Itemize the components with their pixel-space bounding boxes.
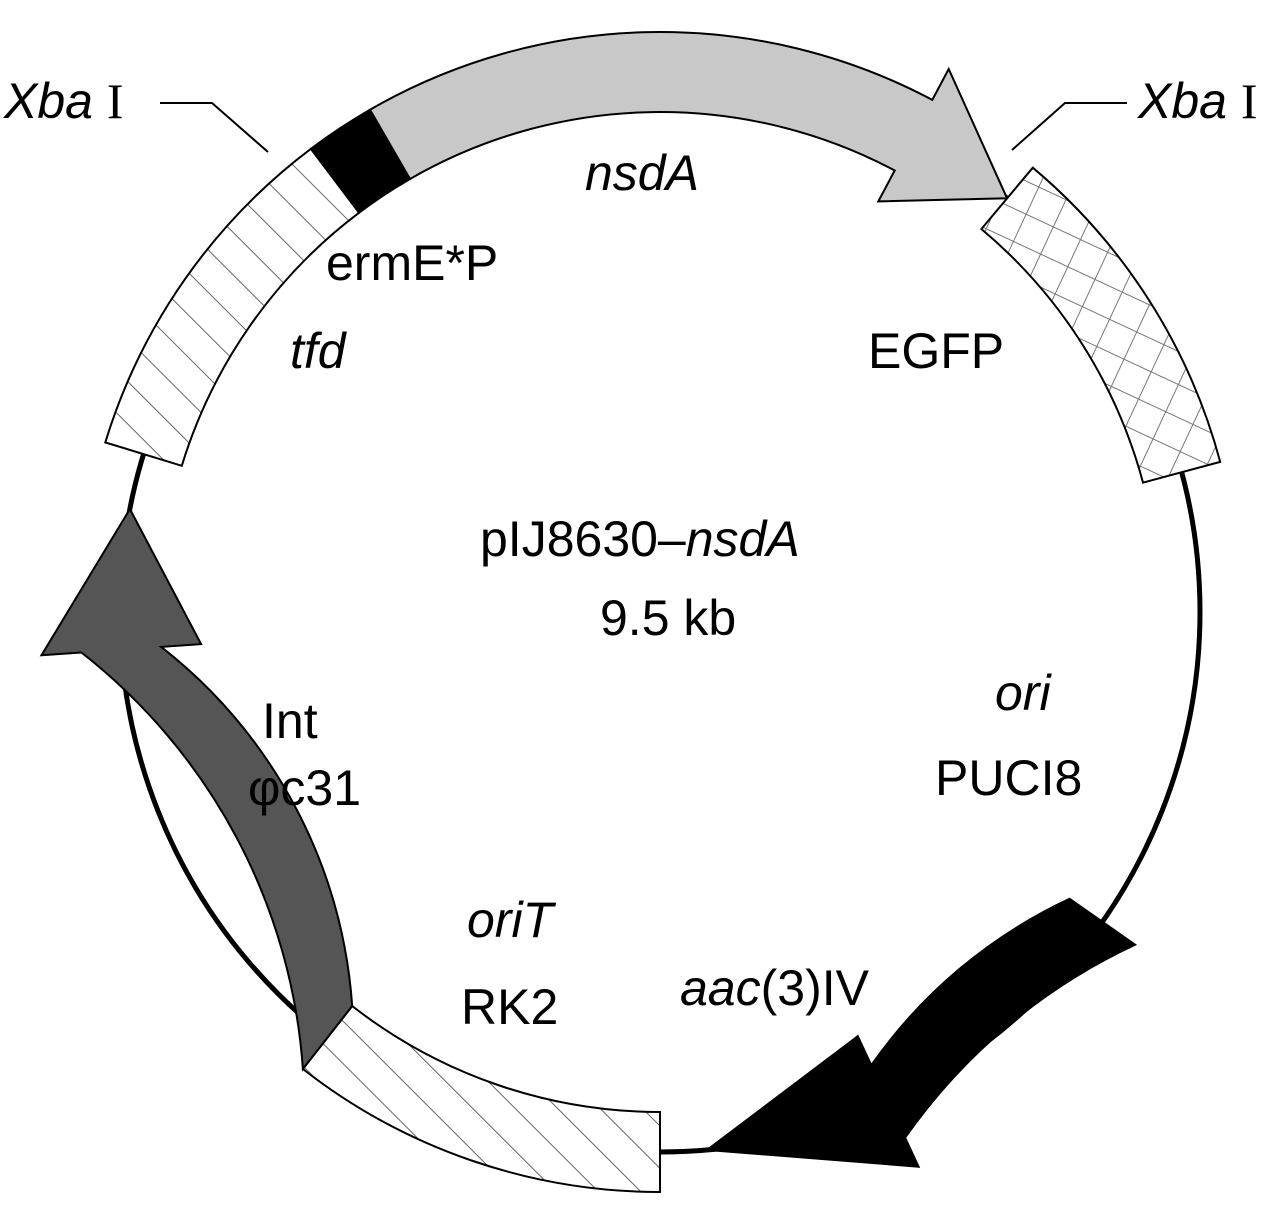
nsda-label: nsdA [585, 145, 699, 201]
orit-label: oriT [467, 892, 557, 948]
nsda-arrow [368, 31, 1009, 203]
rk2-label: RK2 [461, 979, 558, 1035]
int-label: Int [262, 693, 318, 749]
features-group [39, 31, 1222, 1194]
aac-label: aac(3)IV [680, 960, 870, 1016]
phic31-label: φc31 [248, 760, 361, 816]
erme-promoter-label: ermE*P [326, 235, 498, 291]
plasmid-name: pIJ8630–nsdA [480, 511, 800, 567]
tfd-label: tfd [290, 323, 348, 379]
xba-right-label: Xba I [1137, 73, 1258, 129]
xba-left-leader [160, 102, 269, 153]
puc-label: PUCI8 [935, 750, 1082, 806]
egfp-label: EGFP [868, 323, 1004, 379]
xba-left-label: Xba I [3, 73, 124, 129]
aac-arrow [704, 897, 1138, 1168]
xba-right-leader [1011, 102, 1127, 151]
ori-label: ori [995, 665, 1052, 721]
tfd-block [104, 147, 361, 468]
int-arrow [39, 506, 354, 1072]
egfp-block [979, 166, 1222, 484]
plasmid-size: 9.5 kb [600, 590, 736, 646]
